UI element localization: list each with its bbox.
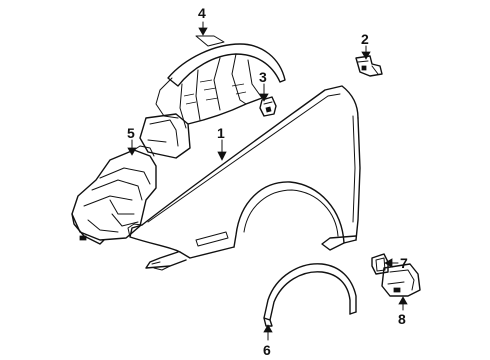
callout-2: 2	[361, 31, 369, 47]
callout-8: 8	[398, 311, 406, 327]
molding-cap-part	[381, 263, 421, 297]
clip-part	[259, 96, 277, 117]
callout-leaders	[127, 21, 408, 341]
inner-fender-liner-part	[139, 35, 286, 159]
fender-part	[127, 85, 361, 271]
callout-1: 1	[217, 125, 225, 141]
bracket-part	[355, 55, 383, 77]
callout-6: 6	[263, 342, 271, 358]
callout-3: 3	[259, 69, 267, 85]
side-marker-part	[371, 253, 389, 275]
splash-shield-part	[71, 145, 157, 245]
wheel-molding-part	[263, 263, 357, 327]
callout-5: 5	[127, 125, 135, 141]
callout-7: 7	[400, 255, 408, 271]
callout-4: 4	[198, 5, 206, 21]
